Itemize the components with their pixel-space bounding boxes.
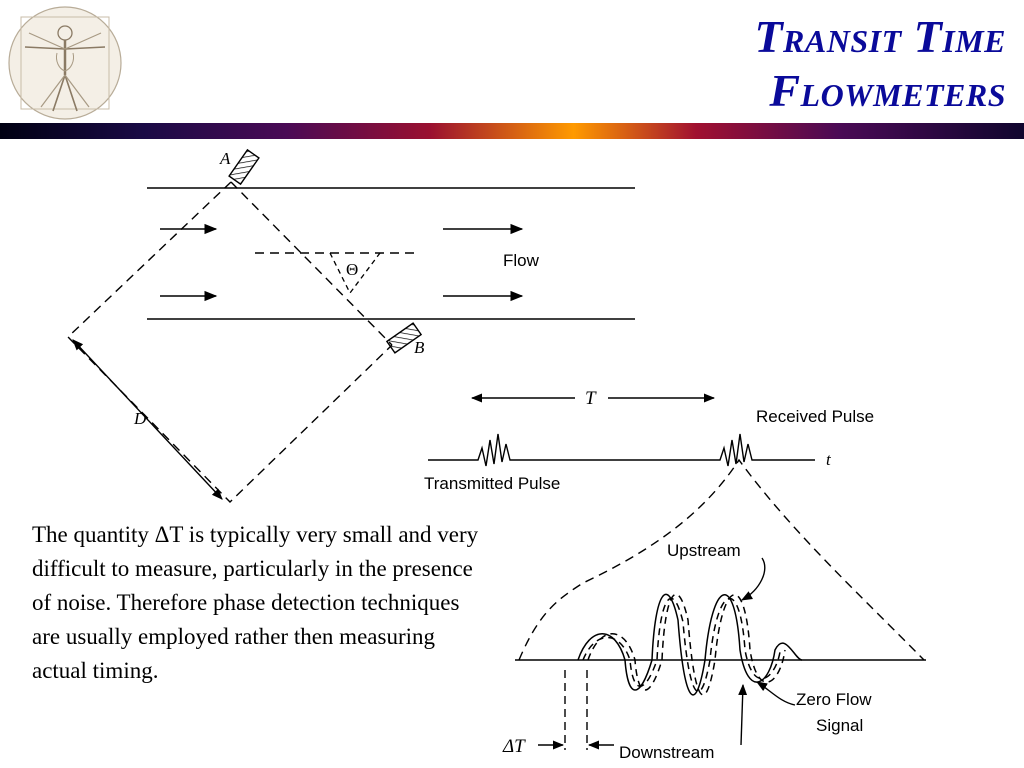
period-label: T bbox=[585, 388, 597, 409]
slide-title: Transit Time Flowmeters bbox=[754, 10, 1006, 118]
title-line-2: Flowmeters bbox=[769, 65, 1006, 116]
upstream-label: Upstream bbox=[667, 541, 741, 560]
title-gradient-band bbox=[0, 123, 1024, 139]
zero-flow-pointer bbox=[756, 681, 796, 706]
transmitted-pulse-label: Transmitted Pulse bbox=[424, 474, 560, 493]
zero-flow-label-2: Signal bbox=[816, 716, 863, 735]
zero-flow-label-1: Zero Flow bbox=[796, 690, 872, 709]
body-text: The quantity ΔT is typically very small … bbox=[32, 522, 479, 683]
signal-waves bbox=[577, 593, 803, 696]
angle-label: Θ bbox=[346, 260, 358, 279]
acoustic-path bbox=[67, 181, 418, 503]
time-axis bbox=[428, 433, 815, 467]
flow-label: Flow bbox=[503, 251, 540, 270]
flow-arrows bbox=[160, 223, 524, 302]
delta-t-label: ΔT bbox=[502, 736, 526, 757]
transducer-b bbox=[385, 322, 423, 354]
time-label: t bbox=[826, 450, 832, 469]
transducer-a bbox=[228, 148, 260, 186]
vitruvian-man-icon bbox=[8, 6, 122, 120]
title-line-1: Transit Time bbox=[754, 11, 1006, 62]
pulse-envelope bbox=[518, 458, 925, 661]
label-b: B bbox=[414, 338, 425, 357]
label-d: D bbox=[133, 409, 147, 428]
label-a: A bbox=[219, 149, 231, 168]
upstream-pointer bbox=[741, 557, 766, 601]
downstream-label: Downstream bbox=[619, 743, 714, 762]
downstream-pointer bbox=[738, 683, 748, 746]
received-pulse-label: Received Pulse bbox=[756, 407, 874, 426]
dimension-d-arrow bbox=[72, 339, 223, 500]
